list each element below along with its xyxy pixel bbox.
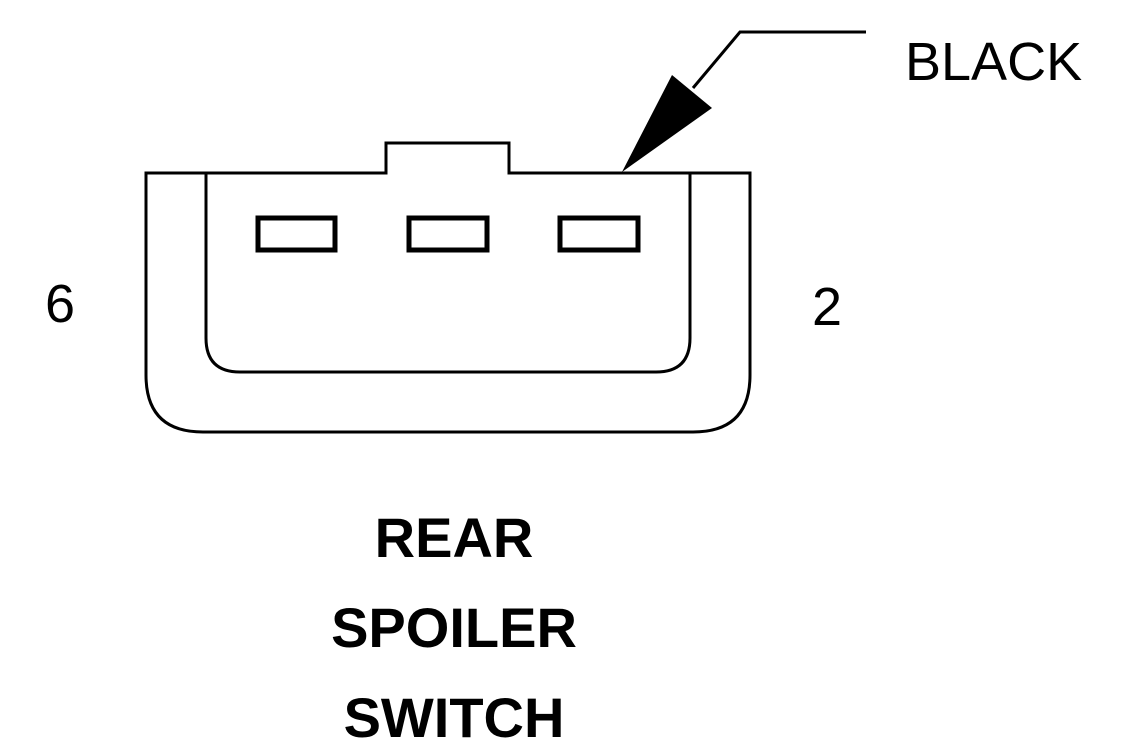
terminal-cavity [557,215,641,253]
title-line-3: SWITCH [344,686,565,749]
title-line-2: SPOILER [331,596,577,659]
title-line-1: REAR [375,506,534,569]
terminal-cavity [255,215,338,253]
connector-outer-shell [144,141,752,434]
terminal-cavity [406,215,490,253]
wire-color-label: BLACK [905,32,1082,92]
pin-number-right: 2 [812,277,842,337]
arrowhead-icon [622,75,712,172]
leader-line [691,30,866,89]
pin-number-left: 6 [45,274,75,334]
connector-inner-wall [204,174,692,374]
